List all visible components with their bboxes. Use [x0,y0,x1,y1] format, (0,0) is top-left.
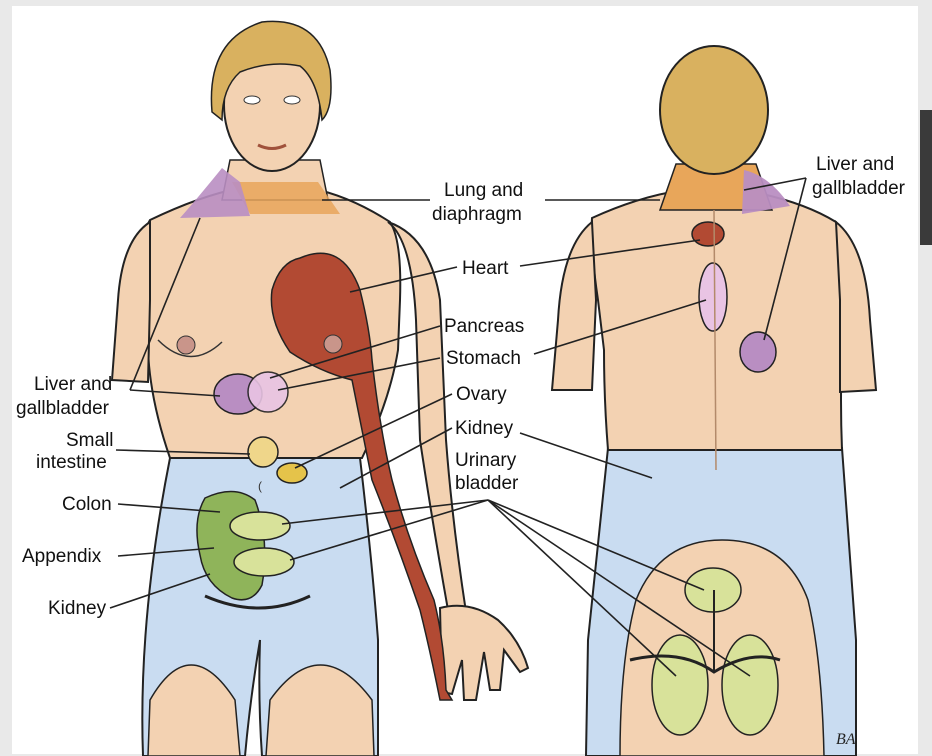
label-appendix: Appendix [22,546,102,567]
label-liver-back-1: Liver and [816,154,894,175]
front-stomach-zone [248,372,288,412]
label-kidney: Kidney [455,418,514,439]
front-bladder-zone-upper [230,512,290,540]
label-liver-front-1: Liver and [34,374,112,395]
label-heart: Heart [462,258,509,279]
front-left-nipple [177,336,195,354]
front-right-nipple [324,335,342,353]
front-small-intestine-zone [248,437,278,467]
label-ovary: Ovary [456,384,507,405]
back-bladder-zone-right [722,635,778,735]
label-liver-back-2: gallbladder [812,178,906,199]
artist-signature: BA [836,731,856,748]
back-pancreas-zone [699,263,727,331]
front-right-eye [284,96,300,104]
label-lung-1: Lung and [444,180,523,201]
scroll-edge-tab [920,110,932,245]
back-liver-zone [740,332,776,372]
label-colon: Colon [62,494,112,515]
front-left-eye [244,96,260,104]
label-small-2: intestine [36,452,107,473]
label-liver-front-2: gallbladder [16,398,110,419]
front-bladder-zone-lower [234,548,294,576]
back-bladder-zone-left [652,635,708,735]
label-lung-2: diaphragm [432,204,522,225]
front-navel: ( [258,479,262,493]
label-kidney-front: Kidney [48,598,107,619]
label-urinary-2: bladder [455,473,519,494]
front-ovary-zone [277,463,307,483]
back-head [660,46,768,174]
back-heart-zone [692,222,724,246]
label-pancreas: Pancreas [444,316,524,337]
label-urinary-1: Urinary [455,450,517,471]
label-stomach: Stomach [446,348,521,369]
label-small-1: Small [66,430,114,451]
